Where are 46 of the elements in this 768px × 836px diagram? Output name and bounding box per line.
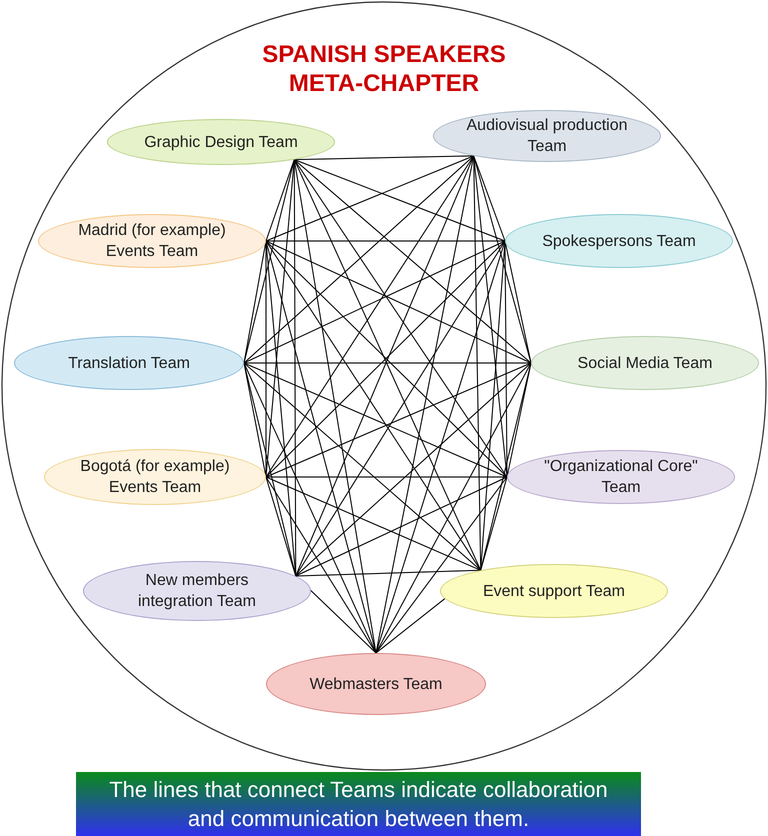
connector-line bbox=[376, 362, 532, 654]
team-label: Event support Team bbox=[482, 582, 625, 602]
connector-line bbox=[480, 476, 508, 571]
connector-line bbox=[473, 155, 506, 242]
connector-line bbox=[294, 159, 532, 364]
connector-line bbox=[266, 476, 482, 571]
connector-line bbox=[244, 155, 474, 364]
connector-line bbox=[266, 155, 474, 478]
caption-banner: The lines that connect Teams indicate collaboration and communication between them. bbox=[76, 772, 641, 836]
connector-line bbox=[266, 155, 474, 242]
team-ellipse bbox=[38, 214, 266, 268]
connector-line bbox=[244, 362, 482, 571]
connector-line bbox=[294, 159, 508, 478]
team-label: Webmasters Team bbox=[310, 674, 442, 694]
team-label: Translation Team bbox=[68, 354, 190, 374]
connector-line bbox=[295, 240, 506, 576]
connector-line bbox=[295, 362, 532, 576]
connector-line bbox=[266, 240, 506, 242]
team-label: Audiovisual production Team bbox=[466, 116, 628, 157]
team-label: Social Media Team bbox=[578, 354, 712, 374]
connector-line bbox=[266, 476, 508, 478]
connector-line bbox=[266, 240, 482, 571]
connector-line bbox=[244, 362, 376, 654]
team-label: "Organizational Core" Team bbox=[543, 457, 699, 498]
diagram-title: SPANISH SPEAKERS META-CHAPTER bbox=[261, 40, 507, 98]
team-ellipse bbox=[505, 214, 733, 268]
connector-line bbox=[473, 155, 532, 364]
connector-line bbox=[266, 159, 295, 242]
connector-line bbox=[376, 476, 508, 654]
connector-line bbox=[294, 159, 506, 242]
connector-line bbox=[266, 476, 296, 576]
connector-line bbox=[244, 362, 532, 364]
team-label: Bogotá (for example) Events Team bbox=[79, 457, 231, 498]
team-label: New members integration Team bbox=[137, 571, 257, 612]
team-label: Graphic Design Team bbox=[144, 132, 298, 152]
connector-line bbox=[294, 155, 474, 160]
connector-line bbox=[376, 155, 474, 654]
connector-line bbox=[244, 362, 508, 478]
connector-line bbox=[266, 476, 376, 654]
connector-line bbox=[244, 240, 506, 364]
connector-line bbox=[266, 240, 532, 364]
connector-line bbox=[295, 476, 508, 576]
connector-line bbox=[266, 362, 532, 478]
team-label: Spokespersons Team bbox=[542, 232, 696, 252]
connector-line bbox=[295, 570, 482, 576]
team-label: Madrid (for example) Events Team bbox=[77, 221, 227, 262]
